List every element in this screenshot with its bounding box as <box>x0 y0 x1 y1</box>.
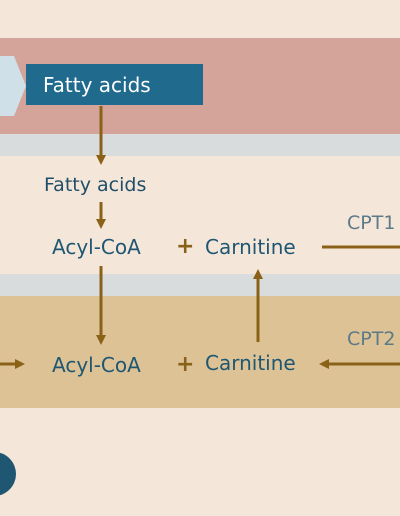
cpt1-label: CPT1 <box>347 212 396 234</box>
fatty-acids-banner-label: Fatty acids <box>43 72 151 97</box>
cpt2-label: CPT2 <box>347 328 396 350</box>
plus-cytosol: + <box>176 234 195 259</box>
acyl-coa-matrix-label: Acyl-CoA <box>52 353 141 377</box>
carnitine-matrix-label: Carnitine <box>205 351 296 375</box>
plus-matrix: + <box>176 352 195 377</box>
carnitine-cytosol-label: Carnitine <box>205 235 296 259</box>
fatty-acids-label: Fatty acids <box>44 174 147 196</box>
hexagon-icon <box>0 56 26 116</box>
matrix-band <box>0 296 400 408</box>
fatty-acids-banner: Fatty acids <box>26 64 203 105</box>
acyl-coa-cytosol-label: Acyl-CoA <box>52 235 141 259</box>
circle-icon <box>0 452 16 496</box>
